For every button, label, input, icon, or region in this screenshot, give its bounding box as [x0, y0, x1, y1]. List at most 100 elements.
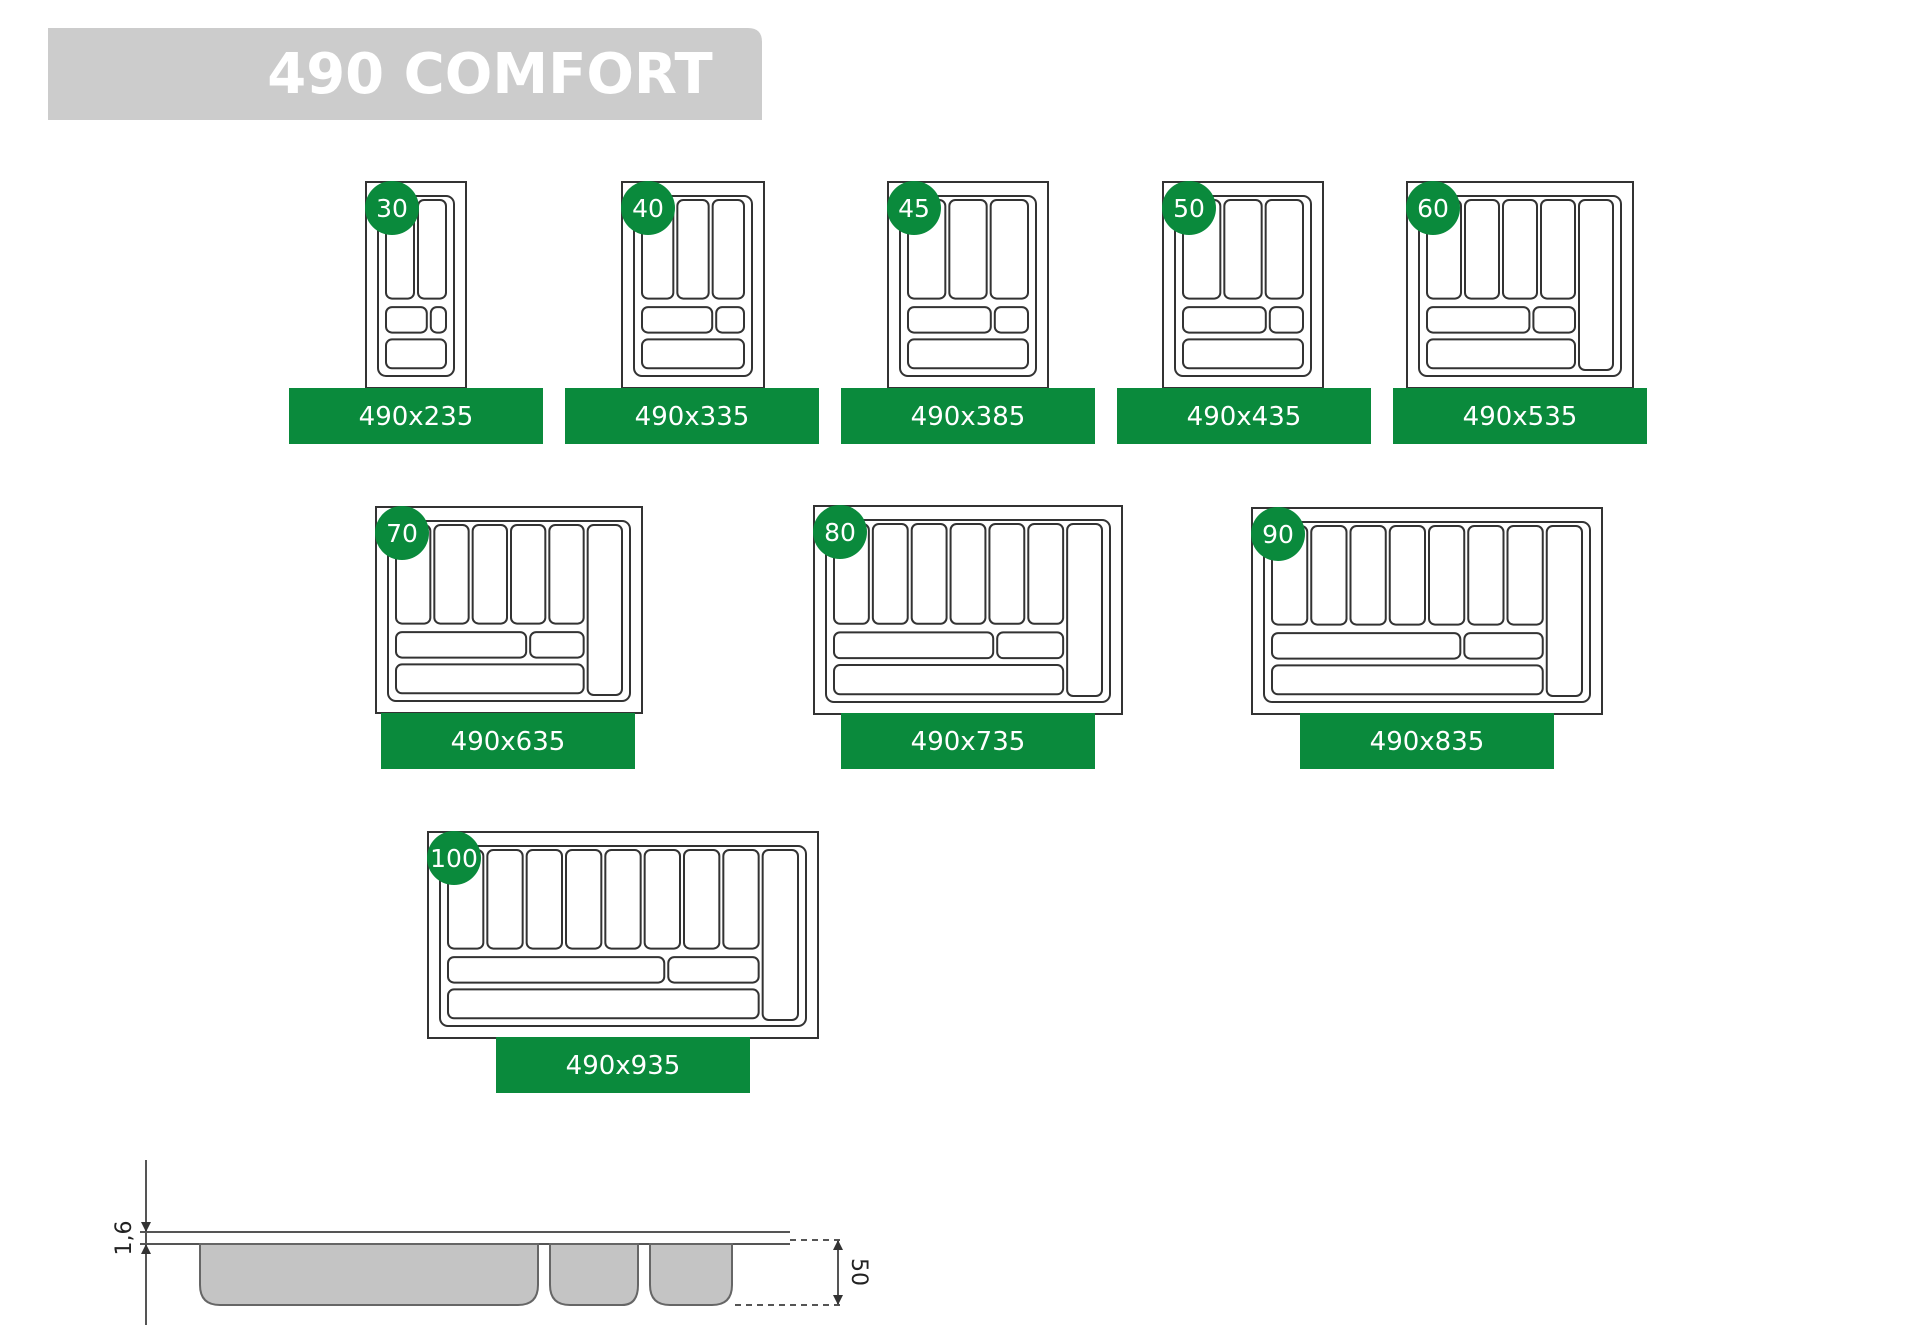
- compartment-slot: [711, 199, 746, 300]
- compartment-slot: [722, 849, 760, 950]
- compartment-slot: [471, 524, 508, 625]
- tray-inner-outline: [633, 195, 753, 377]
- width-badge-label: 40: [632, 194, 664, 223]
- width-badge: [427, 831, 481, 885]
- profile-compartment-right: [649, 1243, 733, 1306]
- width-badge: [887, 181, 941, 235]
- tray-card-100: 100 490x935: [427, 831, 819, 1093]
- size-label: 490x235: [359, 402, 474, 432]
- size-label: 490x385: [911, 402, 1026, 432]
- compartment-small: [907, 306, 992, 334]
- compartment-wide: [641, 338, 745, 370]
- depth-arrow-top: [833, 1240, 843, 1250]
- size-label-bar: [496, 1037, 750, 1093]
- tray-inner-outline: [899, 195, 1037, 377]
- tray-inner-outline: [439, 845, 807, 1027]
- tray-inner-outline: [1174, 195, 1312, 377]
- compartment-small: [429, 306, 447, 334]
- width-badge: [365, 181, 419, 235]
- compartment-slot: [565, 849, 603, 950]
- rim-arrow-bottom: [141, 1244, 151, 1254]
- rim-arrow-top: [141, 1222, 151, 1232]
- compartment-slot: [525, 849, 564, 950]
- compartment-slot: [1264, 199, 1304, 300]
- tray-inner-outline: [1263, 521, 1591, 703]
- size-label-bar: [841, 388, 1095, 444]
- compartment-slot: [910, 523, 948, 625]
- tray-card-80: 80 490x735: [813, 505, 1123, 769]
- width-badge: [1406, 181, 1460, 235]
- compartment-slot: [548, 524, 585, 625]
- profile-compartment-large: [199, 1243, 539, 1306]
- compartment-slot: [1428, 525, 1466, 626]
- size-label: 490x935: [566, 1051, 681, 1081]
- size-label-bar: [289, 388, 543, 444]
- compartment-small: [993, 306, 1029, 334]
- compartment-slot: [486, 849, 524, 950]
- size-label-bar: [381, 713, 635, 769]
- compartment-slot: [761, 849, 800, 1021]
- depth-arrow-bottom: [833, 1295, 843, 1305]
- title-banner: 490 COMFORT: [48, 28, 762, 120]
- compartment-wide: [447, 988, 760, 1020]
- size-label: 490x735: [911, 727, 1026, 757]
- compartment-slot: [949, 523, 987, 625]
- size-label-bar: [1300, 713, 1554, 769]
- compartment-slot: [510, 524, 547, 625]
- compartment-slot: [1467, 525, 1505, 626]
- profile-compartment-middle: [549, 1243, 639, 1306]
- compartment-wide: [1182, 338, 1304, 370]
- size-label: 490x635: [451, 727, 566, 757]
- compartment-small: [1426, 306, 1531, 334]
- width-badge: [1162, 181, 1216, 235]
- compartment-slot: [604, 849, 642, 950]
- size-label: 490x835: [1370, 727, 1485, 757]
- width-badge-label: 60: [1417, 194, 1449, 223]
- compartment-slot: [871, 523, 909, 625]
- width-badge-label: 45: [898, 194, 930, 223]
- compartment-wide: [907, 338, 1029, 370]
- compartment-small: [1182, 306, 1267, 334]
- width-badge-label: 80: [824, 518, 856, 547]
- compartment-slot: [1578, 199, 1614, 371]
- width-badge-label: 100: [430, 844, 478, 873]
- size-label: 490x535: [1463, 402, 1578, 432]
- size-label-bar: [841, 713, 1095, 769]
- compartment-wide: [385, 338, 447, 370]
- compartment-small: [715, 306, 746, 334]
- width-badge-label: 70: [386, 519, 418, 548]
- tray-card-50: 50 490x435: [1117, 181, 1371, 444]
- width-badge: [1251, 507, 1305, 561]
- compartment-small: [385, 306, 428, 334]
- compartment-wide: [1426, 338, 1576, 370]
- compartment-slot: [988, 523, 1026, 625]
- compartment-small: [996, 631, 1065, 660]
- tray-inner-outline: [1418, 195, 1622, 377]
- compartment-small: [833, 631, 995, 660]
- compartment-slot: [1506, 525, 1544, 626]
- compartment-wide: [1271, 664, 1544, 696]
- compartment-slot: [1388, 525, 1426, 626]
- size-label: 490x435: [1187, 402, 1302, 432]
- width-badge: [621, 181, 675, 235]
- compartment-slot: [417, 199, 447, 300]
- compartment-small: [667, 956, 760, 984]
- compartment-slot: [1310, 525, 1348, 626]
- compartment-slot: [948, 199, 988, 300]
- compartment-slot: [1223, 199, 1263, 300]
- rim-thickness-label: 1,6: [112, 1221, 137, 1256]
- tray-inner-outline: [387, 520, 631, 702]
- compartment-small: [447, 956, 666, 984]
- compartment-small: [641, 306, 714, 334]
- compartment-slot: [989, 199, 1030, 300]
- compartment-small: [1532, 306, 1577, 334]
- tray-card-45: 45 490x385: [841, 181, 1095, 444]
- width-badge-label: 50: [1173, 194, 1205, 223]
- compartment-slot: [1540, 199, 1576, 300]
- width-badge-label: 30: [376, 194, 408, 223]
- compartment-slot: [586, 524, 624, 696]
- tray-profile-diagram: 1,6 50: [112, 1160, 871, 1325]
- compartment-wide: [395, 663, 585, 695]
- compartment-wide: [833, 664, 1065, 696]
